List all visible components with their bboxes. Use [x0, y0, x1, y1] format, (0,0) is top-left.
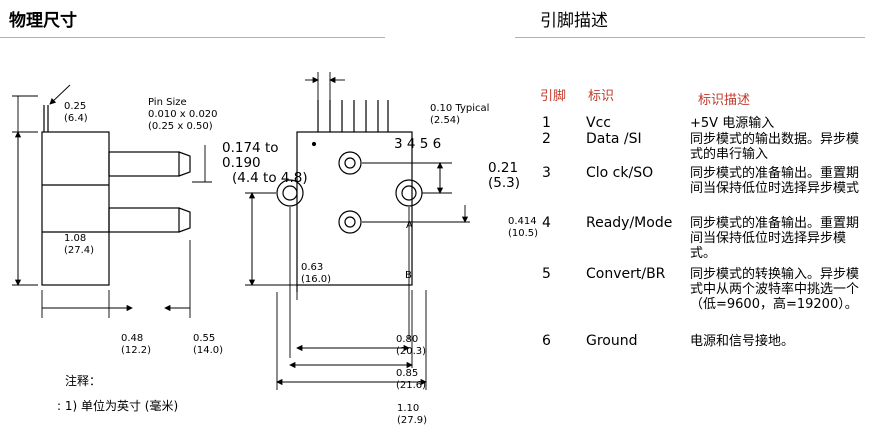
pin-description-heading: 引脚描述	[540, 11, 608, 31]
dim-021: 0.21(5.3)	[488, 160, 521, 191]
dim-0414: 0.414(10.5)	[508, 216, 539, 239]
side-view-body	[41, 105, 191, 286]
pin-number: 4	[542, 215, 551, 231]
pin-label: Data /SI	[586, 131, 642, 147]
pin-label: Ground	[586, 333, 638, 349]
front-view-body	[276, 100, 423, 292]
pin-desc: 同步模式的准备输出。重置期间当保持低位时选择异步模式	[690, 166, 860, 196]
dim-height: 1.08(27.4)	[64, 233, 95, 256]
pin-label: Ready/Mode	[586, 215, 673, 231]
pin-number: 2	[542, 131, 551, 147]
pin-label: Vcc	[586, 115, 611, 131]
port-label-a: A	[406, 220, 413, 231]
pin-number: 5	[542, 266, 551, 282]
heading-rule-right	[515, 37, 865, 38]
pin-number: 3	[542, 165, 551, 181]
side-view-dims	[12, 84, 212, 318]
pin-column-header: 引脚	[540, 89, 567, 104]
port-label-b: B	[405, 270, 412, 281]
pin-desc: 同步模式的准备输出。重置期间当保持低位时选择异步模式。	[690, 216, 860, 261]
dim-top-pin: 0.25(6.4)	[64, 101, 88, 124]
heading-rule-left	[0, 37, 385, 38]
pin-number: 1	[542, 115, 551, 131]
pin1-dot	[311, 141, 317, 147]
dim-048: 0.48(12.2)	[121, 333, 152, 356]
dim-085: 0.85(21.6)	[396, 368, 427, 391]
pin-desc: 同步模式的输出数据。异步模式的串行输入	[690, 132, 860, 162]
pin-numbers: 3 4 5 6	[394, 136, 442, 152]
physical-size-heading: 物理尺寸	[9, 11, 77, 31]
notes-item-1: : 1) 单位为英寸 (毫米)	[57, 399, 179, 413]
dim-080: 0.80(20.3)	[396, 334, 427, 357]
dim-110: 1.10(27.9)	[397, 403, 428, 426]
pin-desc: 同步模式的转换输入。异步模式中从两个波特率中挑选一个（低=9600，高=1920…	[690, 267, 860, 312]
dim-typical: 0.10 Typical(2.54)	[430, 103, 490, 126]
desc-column-header: 标识描述	[698, 93, 751, 108]
notes-title: 注释：	[65, 374, 102, 388]
dim-055: 0.55(14.0)	[193, 333, 224, 356]
pin-desc: +5V 电源输入	[690, 116, 775, 131]
pin-number: 6	[542, 333, 551, 349]
pin-desc: 电源和信号接地。	[690, 334, 795, 349]
front-view-dims	[245, 72, 470, 390]
dim-063: 0.63(16.0)	[301, 262, 332, 285]
label-column-header: 标识	[588, 89, 615, 104]
pin-label: Convert/BR	[586, 266, 666, 282]
pin-label: Clo ck/SO	[586, 165, 654, 181]
